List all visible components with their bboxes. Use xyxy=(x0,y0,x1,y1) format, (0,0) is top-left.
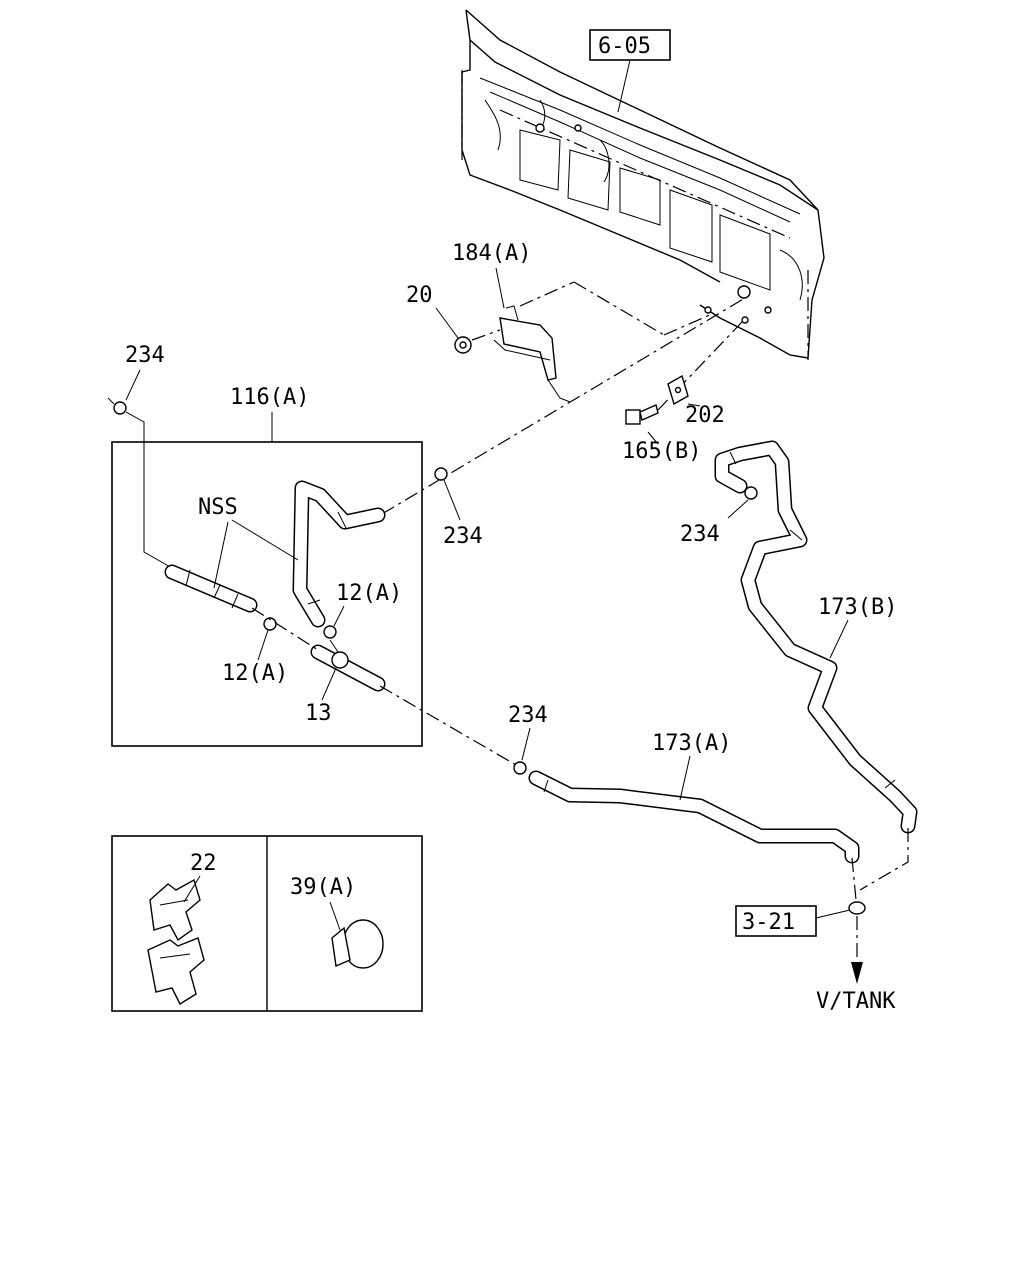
clamp-234-low xyxy=(513,761,527,775)
label-12a-left: 12(A) xyxy=(222,661,288,686)
fitting-3-21 xyxy=(848,901,866,915)
bracket-184a xyxy=(493,305,571,403)
ref-box-6-05[interactable]: 6-05 xyxy=(589,29,671,61)
label-13: 13 xyxy=(305,701,332,726)
nut-20 xyxy=(454,336,472,354)
label-173b: 173(B) xyxy=(818,595,897,620)
label-184a: 184(A) xyxy=(452,241,531,266)
ref-6-05-label: 6-05 xyxy=(598,34,651,59)
label-173a: 173(A) xyxy=(652,731,731,756)
ref-box-3-21[interactable]: 3-21 xyxy=(735,905,817,937)
label-39a: 39(A) xyxy=(290,875,356,900)
clamp-234-top xyxy=(107,397,127,415)
clamp-12a-left xyxy=(263,617,277,631)
label-20: 20 xyxy=(406,283,433,308)
label-v-tank: V/TANK xyxy=(816,989,896,1014)
clip-22 xyxy=(147,878,205,1006)
bolt-165b xyxy=(625,404,659,425)
clamp-234-right xyxy=(744,486,758,500)
clamp-12a-right xyxy=(323,625,337,639)
hose-173a xyxy=(528,770,860,864)
box-116a xyxy=(111,441,423,747)
label-234-mid: 234 xyxy=(443,524,483,549)
label-116a: 116(A) xyxy=(230,385,309,410)
label-202: 202 xyxy=(685,403,725,428)
clamp-39a xyxy=(331,919,384,969)
label-12a-right: 12(A) xyxy=(336,581,402,606)
label-nss: NSS xyxy=(198,495,238,520)
label-165b: 165(B) xyxy=(622,439,701,464)
label-22: 22 xyxy=(190,851,217,876)
dash-panel-assembly xyxy=(461,9,825,360)
label-234-right: 234 xyxy=(680,522,720,547)
clamp-234-mid xyxy=(434,467,448,481)
hose-116a xyxy=(292,480,386,628)
label-234-low: 234 xyxy=(508,703,548,728)
arrow-down-icon xyxy=(851,916,863,984)
ref-3-21-label: 3-21 xyxy=(742,910,795,935)
joint-13 xyxy=(310,644,386,692)
hose-173b xyxy=(714,440,918,834)
pipe-nss xyxy=(164,564,258,613)
label-234-top: 234 xyxy=(125,343,165,368)
plate-202 xyxy=(667,374,689,406)
